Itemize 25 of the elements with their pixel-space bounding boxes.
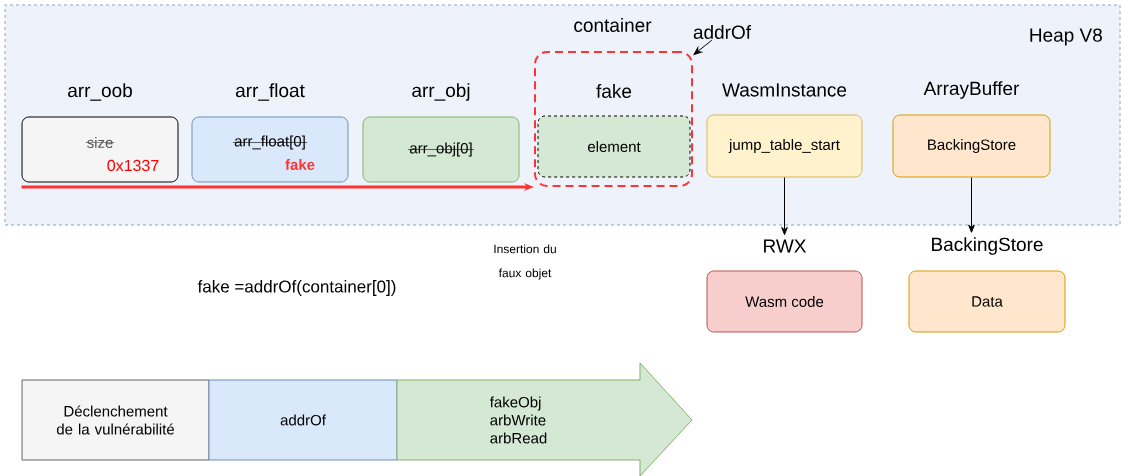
heading: arr_oob <box>68 83 132 101</box>
memory-box: BackingStore <box>892 114 1051 178</box>
heading: arr_obj <box>412 83 470 101</box>
heading: ArrayBuffer <box>923 81 1020 99</box>
value-label: 0x1337 <box>107 159 159 172</box>
memory-box: element <box>537 115 691 178</box>
arrow <box>968 177 975 233</box>
arrow <box>693 39 713 55</box>
heading: container <box>574 18 652 32</box>
heading: RWX <box>764 239 807 253</box>
arrow <box>781 177 788 236</box>
value-label: fake <box>285 159 315 170</box>
formula-text: fake =addrOf(container[0]) <box>197 280 396 296</box>
pointer-label: addrOf <box>693 25 752 39</box>
stage-box: Déclenchement de la vulnérabilité <box>21 379 210 461</box>
heading: BackingStore <box>932 237 1043 255</box>
process-stage: fakeObj arbWrite arbRead <box>396 362 693 476</box>
heading: arr_float <box>235 83 305 101</box>
heading: fake <box>596 84 632 98</box>
heading: WasmInstance <box>722 83 847 97</box>
stage-box: addrOf <box>208 379 398 461</box>
caption-text: Insertion du faux objet <box>494 244 556 280</box>
memory-box: jump_table_start <box>706 114 863 178</box>
memory-box: Data <box>908 270 1066 333</box>
memory-box: Wasm code <box>706 270 863 333</box>
